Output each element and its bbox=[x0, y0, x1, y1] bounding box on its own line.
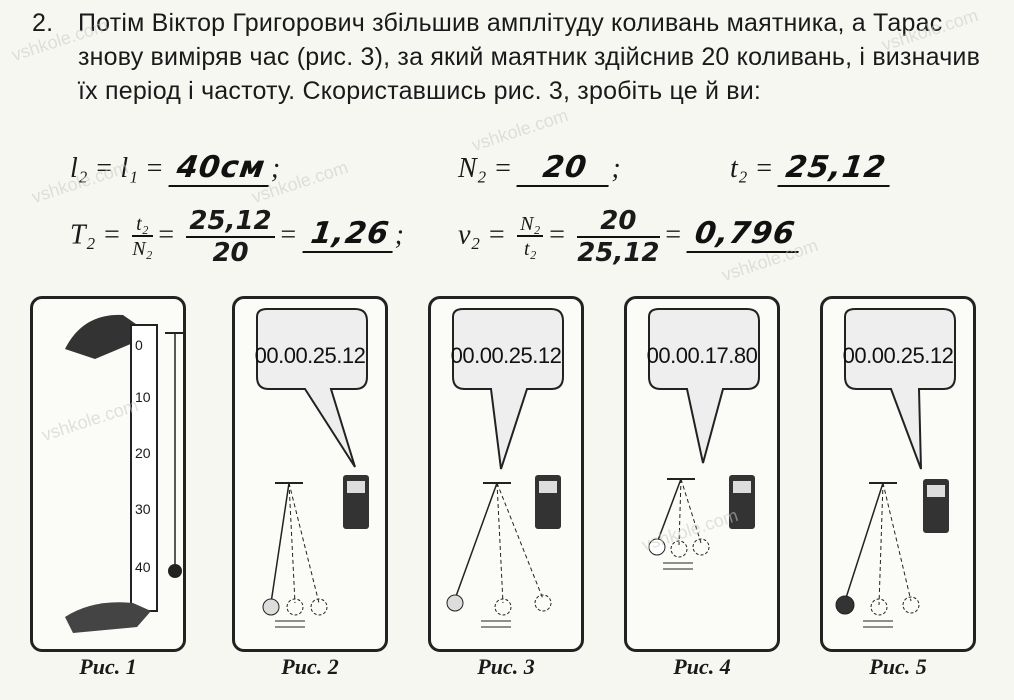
timer-readout-4: 00.00.17.80 bbox=[646, 343, 758, 368]
period-formula: T₂ = t₂ N₂ = 25,12 20 = 1,26; bbox=[70, 206, 404, 268]
figure-4-timer: 00.00.17.80 bbox=[624, 296, 780, 652]
period-fraction: t₂ N₂ bbox=[132, 213, 153, 261]
caption-figure-2: Рис. 2 bbox=[281, 654, 339, 679]
ruler-tick-20: 20 bbox=[135, 445, 151, 461]
ruler-tick-10: 10 bbox=[135, 389, 151, 405]
ruler-tick-30: 30 bbox=[135, 501, 151, 517]
figure-1-ruler: 0 10 20 30 40 bbox=[30, 296, 186, 652]
speech-bubble bbox=[648, 308, 760, 464]
length-formula: l₂ = l₁ = 40см; bbox=[70, 150, 281, 187]
bob bbox=[262, 598, 280, 616]
task-statement: 2. Потім Віктор Григорович збільшив ампл… bbox=[32, 6, 1000, 108]
period-frac-top: t₂ bbox=[132, 213, 153, 237]
pendulum-bob bbox=[168, 564, 182, 578]
task-text: Потім Віктор Григорович збільшив ампліту… bbox=[78, 9, 981, 105]
period-calc-bot: 20 bbox=[212, 238, 249, 268]
caption-figure-4: Рис. 4 bbox=[673, 654, 731, 679]
freq-calc-bot: 25,12 bbox=[577, 238, 660, 268]
bottom-hand-icon bbox=[65, 602, 151, 633]
timer-readout-5: 00.00.25.12 bbox=[842, 343, 954, 368]
ruler-tick-40: 40 bbox=[135, 559, 151, 575]
freq-lhs: ν₂ = bbox=[458, 219, 507, 251]
t-formula: t₂ = 25,12 bbox=[730, 150, 895, 187]
pendulum-timer-drawing-4 bbox=[648, 308, 760, 570]
period-result: 1,26 bbox=[301, 216, 398, 254]
caption-figure-3: Рис. 3 bbox=[477, 654, 535, 679]
ruler-tick-0: 0 bbox=[135, 337, 143, 353]
figure-2-timer: 00.00.25.12 bbox=[232, 296, 388, 652]
length-answer: 40см bbox=[168, 150, 274, 187]
bob bbox=[835, 595, 855, 615]
pendulum-timer-drawing-3 bbox=[446, 308, 564, 628]
speech-bubble bbox=[452, 308, 564, 470]
length-lhs: l₂ = l₁ = bbox=[70, 153, 164, 184]
frequency-formula: ν₂ = N₂ t₂ = 20 25,12 = 0,796 bbox=[458, 206, 804, 268]
caption-figure-5: Рис. 5 bbox=[869, 654, 927, 679]
n-formula: N₂ = 20; bbox=[458, 150, 621, 187]
task-number: 2. bbox=[32, 9, 54, 37]
watermark: vshkole.com bbox=[469, 105, 571, 155]
speech-bubble bbox=[844, 308, 956, 470]
freq-fraction: N₂ t₂ bbox=[517, 213, 544, 261]
pendulum-timer-drawing-5 bbox=[835, 308, 956, 628]
bob bbox=[446, 594, 464, 612]
timer-readout-3: 00.00.25.12 bbox=[450, 343, 562, 368]
period-frac-bot: N₂ bbox=[132, 238, 153, 260]
bob bbox=[648, 538, 666, 556]
freq-result: 0,796 bbox=[686, 216, 804, 254]
period-calc-top: 25,12 bbox=[186, 206, 275, 238]
timer-readout-2: 00.00.25.12 bbox=[254, 343, 366, 368]
period-lhs: T₂ = bbox=[70, 219, 122, 251]
speech-bubble bbox=[256, 308, 368, 468]
t-answer: 25,12 bbox=[777, 150, 895, 187]
freq-calc-top: 20 bbox=[577, 206, 660, 238]
figure-5-timer: 00.00.25.12 bbox=[820, 296, 976, 652]
figure-3-timer: 00.00.25.12 bbox=[428, 296, 584, 652]
top-hand-icon bbox=[65, 314, 143, 359]
n-lhs: N₂ = bbox=[458, 153, 513, 184]
t-lhs: t₂ = bbox=[730, 153, 774, 184]
ruler-pendulum-drawing bbox=[65, 314, 183, 633]
freq-calc-fraction: 20 25,12 bbox=[577, 206, 660, 268]
caption-figure-1: Рис. 1 bbox=[79, 654, 137, 679]
pendulum-timer-drawing-2 bbox=[256, 308, 369, 628]
period-calc-fraction: 25,12 20 bbox=[186, 206, 275, 268]
n-answer: 20 bbox=[516, 150, 614, 187]
freq-frac-top: N₂ bbox=[517, 213, 544, 237]
freq-frac-bot: t₂ bbox=[523, 238, 537, 260]
